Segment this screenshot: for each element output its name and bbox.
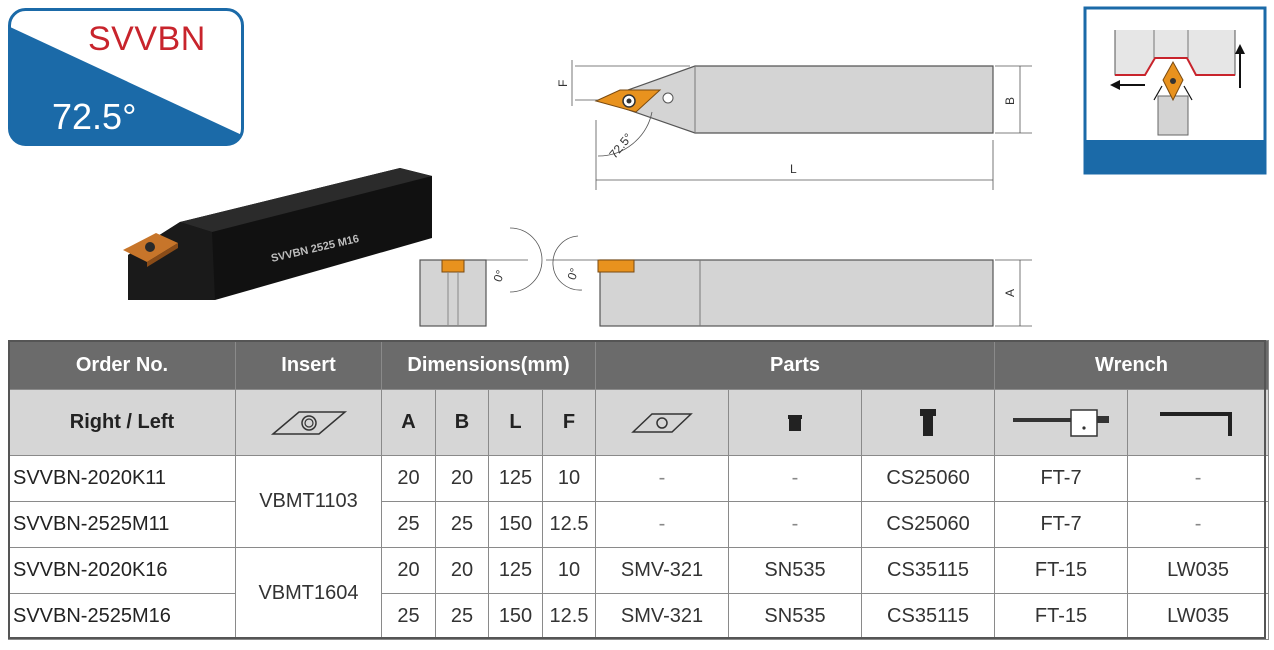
shim-screw-icon	[728, 389, 862, 456]
shim-cell: -	[595, 455, 729, 502]
hex-key-cell: -	[1127, 455, 1270, 502]
torx-wrench-cell: FT-7	[994, 455, 1129, 502]
hex-key-cell: LW035	[1127, 593, 1270, 640]
torx-wrench-cell: FT-15	[994, 547, 1129, 594]
insert-cell: VBMT1604	[235, 547, 382, 640]
tool-holder-3d-image: SVVBN 2525 M16	[123, 168, 432, 300]
subheader-right-left: Right / Left	[8, 389, 236, 456]
badge-title: SVVBN	[88, 20, 206, 58]
shim-cell: -	[595, 501, 729, 548]
dim-l-cell: 150	[488, 501, 543, 548]
table-row: SVVBN-2525M11 25 25 150 12.5 - - CS25060…	[8, 501, 1270, 548]
table-subheader-row: Right / Left A B L F	[8, 389, 1270, 456]
subheader-f: F	[542, 389, 596, 456]
header-order-no: Order No.	[8, 340, 236, 390]
end-view-drawing: 0°	[419, 227, 543, 327]
header-parts: Parts	[594, 340, 996, 390]
badge-background	[8, 8, 244, 146]
order-no-cell: SVVBN-2525M11	[8, 501, 236, 548]
dim-l-label: L	[790, 162, 797, 176]
shim-screw-cell: -	[728, 455, 862, 502]
shim-screw-cell: SN535	[728, 593, 862, 640]
dim-a-label: A	[1003, 289, 1017, 297]
hex-key-icon	[1127, 389, 1270, 456]
dim-f-cell: 12.5	[542, 593, 596, 640]
dim-l-cell: 125	[488, 547, 543, 594]
insert-cell: VBMT1103	[235, 455, 382, 548]
dim-b-cell: 25	[435, 593, 489, 640]
order-no-cell: SVVBN-2020K16	[8, 547, 236, 594]
badge-angle: 72.5°	[52, 96, 137, 137]
table-row: SVVBN-2020K11 VBMT1103 20 20 125 10 - - …	[8, 455, 1270, 548]
approach-angle-label: 72.5°	[606, 130, 635, 161]
end-angle-label: 0°	[491, 268, 508, 284]
dim-l-cell: 150	[488, 593, 543, 640]
shim-cell: SMV-321	[595, 593, 729, 640]
torx-wrench-icon	[994, 389, 1129, 456]
torx-wrench-cell: FT-15	[994, 593, 1129, 640]
order-no-cell: SVVBN-2020K11	[8, 455, 236, 502]
clamp-screw-cell: CS25060	[860, 455, 996, 502]
clamp-screw-cell: CS35115	[860, 593, 996, 640]
dim-f-cell: 10	[542, 455, 596, 502]
torx-wrench-cell: FT-7	[994, 501, 1129, 548]
clamp-screw-cell: CS35115	[860, 547, 996, 594]
clamp-screw-cell: CS25060	[860, 501, 996, 548]
side-view-drawing: 0° A	[546, 235, 1032, 327]
dim-b-label: B	[1003, 97, 1017, 105]
top-view-drawing: F B L 72.5°	[556, 60, 1032, 190]
shim-icon	[595, 389, 729, 456]
hex-key-cell: -	[1127, 501, 1270, 548]
subheader-a: A	[381, 389, 436, 456]
shim-screw-cell: -	[728, 501, 862, 548]
side-angle-label: 0°	[565, 266, 582, 282]
dim-f-cell: 10	[542, 547, 596, 594]
dim-a-cell: 25	[381, 593, 436, 640]
hex-key-cell: LW035	[1127, 547, 1270, 594]
table-header-row: Order No. Insert Dimensions(mm) Parts Wr…	[8, 340, 1270, 390]
subheader-l: L	[488, 389, 543, 456]
clamp-screw-icon	[860, 389, 996, 456]
subheader-b: B	[435, 389, 489, 456]
header-insert: Insert	[235, 340, 382, 390]
table-row: SVVBN-2525M16 25 25 150 12.5 SMV-321 SN5…	[8, 593, 1270, 640]
shim-cell: SMV-321	[595, 547, 729, 594]
dim-a-cell: 20	[381, 455, 436, 502]
insert-shape-icon	[235, 389, 382, 456]
shim-screw-cell: SN535	[728, 547, 862, 594]
dim-a-cell: 20	[381, 547, 436, 594]
header-wrench: Wrench	[994, 340, 1270, 390]
header-dimensions: Dimensions(mm)	[381, 340, 596, 390]
order-no-cell: SVVBN-2525M16	[8, 593, 236, 640]
product-badge: SVVBN 72.5°	[8, 8, 244, 146]
dim-f-label: F	[556, 80, 570, 87]
application-diagram	[1083, 6, 1267, 175]
dim-b-cell: 20	[435, 547, 489, 594]
dim-l-cell: 125	[488, 455, 543, 502]
specification-table: Order No. Insert Dimensions(mm) Parts Wr…	[8, 340, 1270, 640]
dim-f-cell: 12.5	[542, 501, 596, 548]
dim-b-cell: 25	[435, 501, 489, 548]
technical-drawings: SVVBN 2525 M16 F B L 72.5° 0°	[123, 6, 1267, 327]
dim-b-cell: 20	[435, 455, 489, 502]
dim-a-cell: 25	[381, 501, 436, 548]
table-row: SVVBN-2020K16 VBMT1604 20 20 125 10 SMV-…	[8, 547, 1270, 640]
